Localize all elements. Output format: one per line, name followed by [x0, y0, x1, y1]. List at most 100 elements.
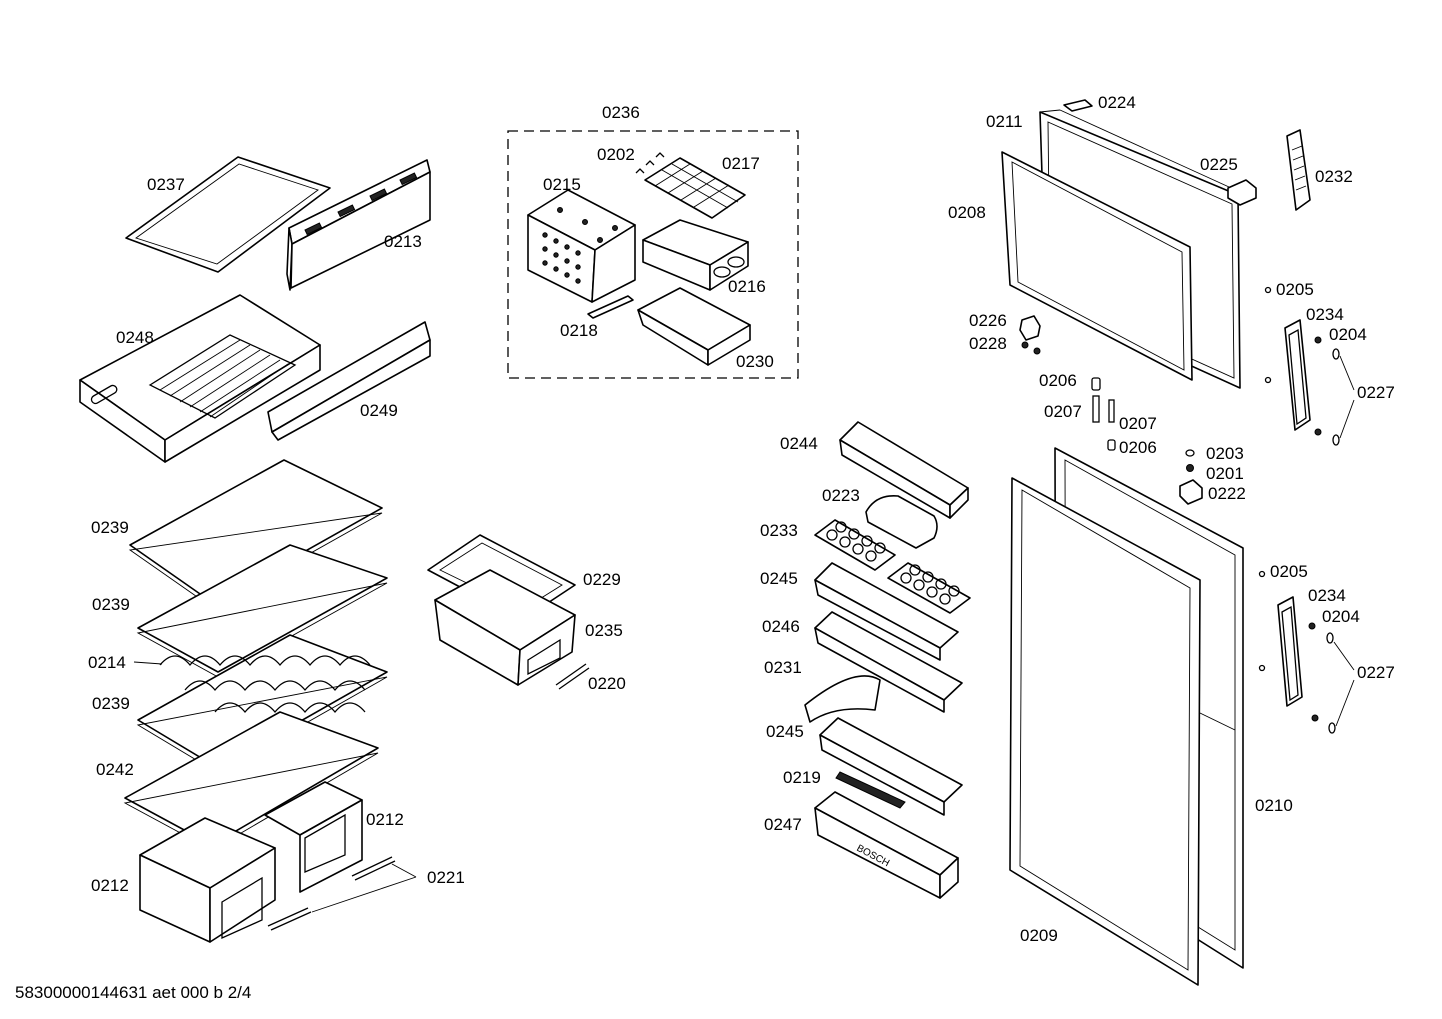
label-0239b: 0239: [92, 595, 130, 614]
part-0205-screw-top: [1264, 286, 1272, 384]
part-0234-handle-bottom: [1277, 596, 1303, 707]
part-0245-balcony-upper: [814, 562, 959, 661]
label-0207a: 0207: [1044, 402, 1082, 421]
label-0224: 0224: [1098, 93, 1136, 112]
label-0227b: 0227: [1357, 663, 1395, 682]
part-0219-strip: [835, 771, 906, 809]
label-0212b: 0212: [91, 876, 129, 895]
part-0209-gasket: [1009, 477, 1201, 986]
part-0204-screws-top: [1314, 336, 1322, 436]
part-0205-screw-bottom: [1258, 570, 1266, 672]
part-0220-strip: [555, 663, 590, 690]
part-0234-handle-top: [1284, 319, 1311, 431]
part-0208-gasket: [1001, 151, 1193, 381]
label-0211: 0211: [986, 112, 1023, 131]
label-0213: 0213: [384, 232, 422, 251]
part-0218-strip: [587, 295, 634, 319]
label-0231: 0231: [764, 658, 802, 677]
label-0204a: 0204: [1329, 325, 1367, 344]
label-0226: 0226: [969, 311, 1007, 330]
part-0212-crispers: [139, 781, 363, 943]
label-0221: 0221: [427, 868, 465, 887]
part-0223-cover: [865, 495, 938, 549]
label-0233: 0233: [760, 521, 798, 540]
part-0246-balcony: [814, 611, 963, 713]
group-0236-dashed-box: [507, 130, 799, 379]
label-0218: 0218: [560, 321, 598, 340]
label-0230: 0230: [736, 352, 774, 371]
label-0245a: 0245: [760, 569, 798, 588]
part-0233-egg-trays: [814, 519, 971, 614]
part-0249-flap: [267, 321, 431, 441]
label-0245b: 0245: [766, 722, 804, 741]
part-0213-panel: [286, 159, 431, 291]
label-0223: 0223: [822, 486, 860, 505]
part-0203-cap: [1185, 449, 1195, 457]
part-0239-shelves: [128, 459, 388, 774]
part-0227-caps-bottom: [1326, 632, 1355, 734]
label-0232: 0232: [1315, 167, 1353, 186]
part-0207-pins: [1092, 395, 1115, 423]
label-0202: 0202: [597, 145, 635, 164]
label-0212a: 0212: [366, 810, 404, 829]
part-0244-balcony: [839, 421, 969, 519]
part-0247-bin: BOSCH: [814, 791, 959, 899]
part-0235-box: [434, 569, 576, 686]
label-0236: 0236: [602, 103, 640, 122]
label-0201: 0201: [1206, 464, 1244, 483]
label-0206a: 0206: [1039, 371, 1077, 390]
part-0224-cap: [1063, 99, 1093, 112]
part-0217-ice-tray: [644, 157, 746, 219]
part-0232-hinge-cover: [1286, 129, 1311, 211]
label-0235: 0235: [585, 621, 623, 640]
label-0220: 0220: [588, 674, 626, 693]
label-0239c: 0239: [92, 694, 130, 713]
label-0206b: 0206: [1119, 438, 1157, 457]
part-0227-caps-top: [1332, 348, 1355, 446]
label-0227a: 0227: [1357, 383, 1395, 402]
part-0231-divider: [804, 675, 881, 723]
part-0206-bushing-top: [1091, 377, 1101, 391]
callout-labels: 0237 0213 0248 0249 0239 0239 0214 0239 …: [88, 93, 1395, 945]
label-0247: 0247: [764, 815, 802, 834]
label-0249: 0249: [360, 401, 398, 420]
label-0239a: 0239: [91, 518, 129, 537]
label-0234b: 0234: [1308, 586, 1346, 605]
part-0222-bracket: [1179, 479, 1203, 505]
label-0208: 0208: [948, 203, 986, 222]
label-0229: 0229: [583, 570, 621, 589]
label-0237: 0237: [147, 175, 185, 194]
label-0205a: 0205: [1276, 280, 1314, 299]
part-0214-bottle-rack: [159, 655, 371, 714]
label-0246: 0246: [762, 617, 800, 636]
label-0242: 0242: [96, 760, 134, 779]
label-0209: 0209: [1020, 926, 1058, 945]
part-0230-bin: [637, 287, 751, 366]
label-0228: 0228: [969, 334, 1007, 353]
label-0203: 0203: [1206, 444, 1244, 463]
label-0244: 0244: [780, 434, 818, 453]
label-0204b: 0204: [1322, 607, 1360, 626]
part-0201-screw: [1186, 464, 1194, 472]
part-0225-cap: [1227, 179, 1257, 206]
part-0206-bushing-bottom: [1107, 439, 1116, 451]
label-0207b: 0207: [1119, 414, 1157, 433]
label-0248: 0248: [116, 328, 154, 347]
part-0216-drawer: [642, 219, 749, 291]
label-0219: 0219: [783, 768, 821, 787]
label-0214: 0214: [88, 653, 126, 672]
part-0202-clips: [635, 152, 665, 174]
label-0222: 0222: [1208, 484, 1246, 503]
label-0216: 0216: [728, 277, 766, 296]
label-0215: 0215: [543, 175, 581, 194]
label-0217: 0217: [722, 154, 760, 173]
part-0237-frame: [125, 156, 331, 273]
part-0226-bracket: [1019, 315, 1041, 341]
label-0234a: 0234: [1306, 305, 1344, 324]
part-0215-ice-box: [527, 189, 636, 303]
label-0225: 0225: [1200, 155, 1238, 174]
part-0204-screws-bottom: [1308, 622, 1319, 722]
part-0221-strips: [267, 856, 417, 931]
drawing-reference-footer: 58300000144631 aet 000 b 2/4: [15, 983, 251, 1002]
